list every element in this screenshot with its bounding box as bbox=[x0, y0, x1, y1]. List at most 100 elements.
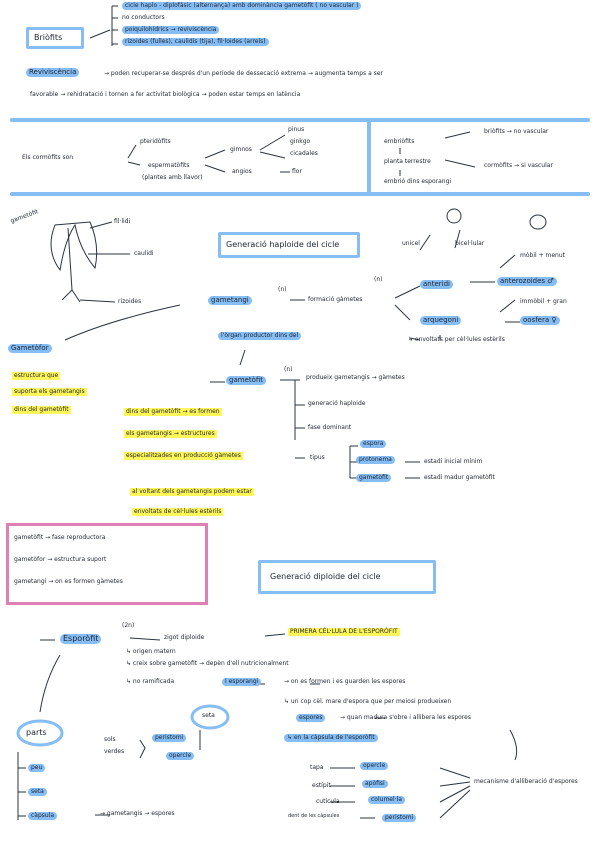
right-label-apofisi: apòfisi bbox=[362, 780, 388, 788]
gametangi-label: gametangi bbox=[208, 296, 252, 305]
produeix-line: produeix gametangis → gàmetes bbox=[306, 374, 405, 381]
oosfera-label: oosfera ♀ bbox=[520, 316, 560, 325]
capsula-line: ↳ en la càpsula de l'esporòfit bbox=[284, 734, 378, 742]
cormofits-note: cormòfits → si vascular bbox=[484, 162, 553, 169]
arquegoni-label: arquegoni bbox=[420, 316, 462, 325]
immobil-label: immòbil + gran bbox=[520, 298, 567, 305]
yellow-line-3: especialitzades en producció gàmetes bbox=[124, 452, 243, 460]
gametofor-desc-3: dins del gametòfit bbox=[12, 406, 71, 414]
yellow-line-2: els gametangis → estructures bbox=[124, 430, 217, 438]
primera-cel-label: PRIMERA CÈL·LULA DE L'ESPORÒFIT bbox=[288, 628, 400, 636]
zigot-label: zigot diploide bbox=[164, 634, 205, 641]
yellow-line-4: al voltant dels gametangis podem estar bbox=[130, 488, 254, 496]
anteridi-label: anteridi bbox=[420, 280, 453, 289]
espora-label: espora bbox=[360, 440, 387, 448]
espermatofits-label: espermatòfits bbox=[148, 162, 190, 169]
n-marker-1: (n) bbox=[278, 286, 287, 293]
summary-box bbox=[6, 523, 208, 605]
flor-label: flor bbox=[292, 168, 302, 175]
briofits-note: briòfits → no vascular bbox=[484, 128, 549, 135]
angios-label: angios bbox=[232, 168, 252, 175]
tipus-label: tipus bbox=[310, 454, 325, 461]
summary-line-2: gametòfor → estructura suport bbox=[14, 556, 107, 563]
gimnos-label: gimnos bbox=[230, 146, 252, 153]
yellow-line-5: envoltats de cèl·lules estèrils bbox=[132, 508, 224, 516]
gametofit-note: estadi madur gametòfit bbox=[424, 474, 495, 481]
gametofit-type-label: gametòfit bbox=[356, 474, 392, 482]
protonema-note: estadi inicial mínim bbox=[424, 458, 483, 465]
bottom-band bbox=[10, 192, 590, 196]
diploid-line-2: ↳ creix sobre gametòfit → depèn d'ell nu… bbox=[126, 660, 289, 667]
pteridofits-label: pteridòfits bbox=[140, 138, 171, 145]
anterozoides-label: anterozoides ♂ bbox=[497, 277, 557, 286]
reviviscencia-line-2: favorable → rehidratació i tornen a fer … bbox=[30, 91, 301, 98]
gametangis-espores-label: → gametangis → espores bbox=[100, 810, 175, 817]
n-marker-3: (n) bbox=[284, 366, 293, 373]
esporangi-label: l esporangi bbox=[222, 678, 262, 686]
cormofits-label: Els cormòfits son bbox=[22, 154, 74, 161]
cap-label-bicel: bicel·lular bbox=[455, 240, 485, 247]
lid-line: ↳ un cop cèl. mare d'espora que per meio… bbox=[284, 698, 452, 705]
drawing-label-fillidi: fil·lidi bbox=[114, 218, 131, 225]
generacio-haploide: generació haploide bbox=[308, 400, 366, 407]
arquegoni-note: ↳ envoltats per cèl·lules estèrils bbox=[408, 336, 505, 343]
espores-label: espores bbox=[296, 714, 326, 722]
drawing-label-rizoides: rizoides bbox=[118, 298, 142, 305]
right-label-peristomi: peristomi bbox=[382, 814, 417, 822]
diploid-line-3: ↳ no ramificada bbox=[126, 678, 175, 685]
gametofit-label: gametòfit bbox=[226, 376, 267, 385]
diploid-title: Generació diploide del cicle bbox=[270, 572, 381, 581]
briofits-item-2: no conductors bbox=[122, 14, 165, 21]
gimno-example-1: pinus bbox=[288, 126, 305, 133]
reviviscencia-line-1: → poden recuperar-se després d'un períod… bbox=[104, 70, 383, 77]
organ-productor-line: l'òrgan productor dins del bbox=[218, 332, 302, 340]
seta-top-label: seta bbox=[202, 712, 215, 719]
right-col-2: planta terrestre bbox=[384, 158, 431, 165]
right-col-3: embrió dins esporangi bbox=[384, 178, 452, 185]
n-marker-2: (n) bbox=[374, 276, 383, 283]
verdes-label: verdes bbox=[104, 748, 125, 755]
band-divider bbox=[367, 118, 371, 196]
peristomi-label: peristomi bbox=[152, 734, 187, 742]
haploid-title-box bbox=[218, 232, 360, 258]
right-label-opercle: opercle bbox=[360, 762, 389, 770]
diploid-line-1: ↳ origen matern bbox=[126, 648, 176, 655]
sols-label: sols bbox=[104, 736, 116, 743]
esporangi-note: → on es formen i es guarden les espores bbox=[284, 678, 406, 685]
formacio-label: formació gàmetes bbox=[308, 296, 363, 303]
gametofor-desc-2: suporta els gametangis bbox=[12, 388, 87, 396]
briofits-item-3: poiquilohídrics → reviviscència bbox=[122, 26, 220, 34]
parts-label: parts bbox=[26, 728, 47, 737]
left-label-cuticula: cutícula bbox=[316, 798, 340, 805]
gimno-example-3: cicadales bbox=[290, 150, 318, 157]
left-label-dent: dent de les càpsules bbox=[288, 813, 340, 819]
mobil-label: mòbil + menut bbox=[520, 252, 565, 259]
summary-line-1: gametòfit → fase reproductora bbox=[14, 534, 106, 541]
opercle-label: opercle bbox=[166, 752, 195, 760]
espermatofits-note: (plantes amb llavor) bbox=[142, 174, 203, 181]
diploid-title-box bbox=[258, 560, 436, 594]
left-label-tapa: tapa bbox=[310, 764, 324, 771]
capsula-label: càpsula bbox=[28, 812, 58, 820]
cap-label-unicel: unicel bbox=[402, 240, 420, 247]
briofits-title-box bbox=[26, 27, 84, 49]
gametofor-desc-1: estructura que bbox=[12, 372, 61, 380]
peu-label: peu bbox=[28, 764, 46, 772]
yellow-line-1: dins del gametòfit → es formen bbox=[124, 408, 222, 416]
briofits-item-1: cicle haplo - diplofàsic (alternança) am… bbox=[122, 2, 362, 10]
summary-line-3: gametangi → on es formen gàmetes bbox=[14, 578, 123, 585]
protonema-label: protonema bbox=[356, 456, 395, 464]
reviviscencia-label: Reviviscència bbox=[26, 68, 80, 77]
fase-dominant: fase dominant bbox=[308, 424, 352, 431]
seta-label: seta bbox=[28, 788, 47, 796]
haploid-title: Generació haploide del cicle bbox=[226, 240, 340, 249]
right-col-1: embriòfits bbox=[384, 138, 415, 145]
briofits-item-4: rizoides (fulles), caulidis (tija), fil·… bbox=[122, 38, 269, 46]
diploid-n-marker: (2n) bbox=[122, 622, 135, 629]
mecanisme-label: mecanisme d'alliberació d'espores bbox=[474, 778, 578, 785]
esporofit-label: Esporòfit bbox=[60, 634, 102, 644]
top-band bbox=[10, 118, 590, 122]
gimno-example-2: ginkgo bbox=[290, 138, 311, 145]
espores-note: → quan madura s'obre i allibera les espo… bbox=[340, 714, 471, 721]
